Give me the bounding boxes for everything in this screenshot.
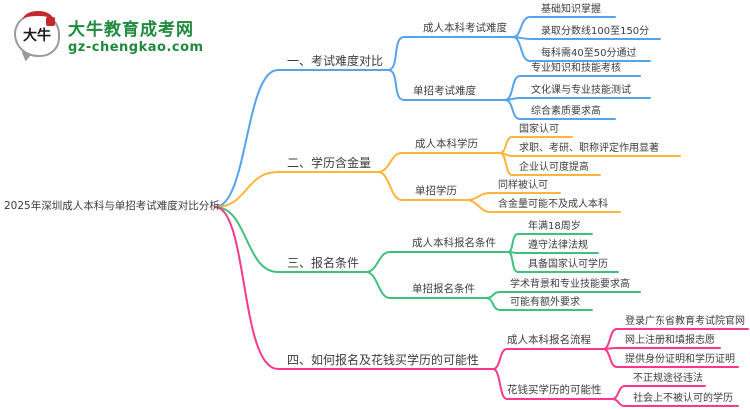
leaf-1-1-2[interactable]: 录取分数线100至150分 — [541, 26, 650, 37]
leaf-4-1-1[interactable]: 登录广东省教育考试院官网 — [625, 316, 745, 327]
branch-4-connectors — [214, 206, 749, 407]
leaf-4-2-1[interactable]: 不正规途径违法 — [633, 373, 703, 384]
leaf-4-1-3[interactable]: 提供身份证明和学历证明 — [625, 354, 735, 365]
leaf-4-2-2[interactable]: 社会上不被认可的学历 — [633, 393, 733, 404]
leaf-3-1-2[interactable]: 遵守法律法规 — [528, 240, 588, 251]
leaf-1-1-3[interactable]: 每科需40至50分通过 — [541, 48, 637, 59]
leaf-3-2-2[interactable]: 可能有额外要求 — [510, 297, 580, 308]
subtopic-4-1[interactable]: 成人本科报名流程 — [507, 334, 591, 346]
logo-icon: 大牛 — [14, 11, 60, 57]
leaf-1-2-3[interactable]: 综合素质要求高 — [531, 106, 601, 117]
subtopic-2-1[interactable]: 成人本科学历 — [415, 138, 478, 150]
root-topic[interactable]: 2025年深圳成人本科与单招考试难度对比分析 — [4, 200, 220, 212]
branch-1-connectors — [214, 16, 661, 208]
branch-3-label[interactable]: 三、报名条件 — [287, 256, 360, 270]
branch-4-label[interactable]: 四、如何报名及花钱买学历的可能性 — [287, 353, 480, 367]
subtopic-4-2[interactable]: 花钱买学历的可能性 — [507, 384, 602, 396]
logo-domain: gz-chengkao.com — [68, 40, 204, 55]
leaf-3-1-3[interactable]: 具备国家认可学历 — [528, 259, 608, 270]
subtopic-3-2[interactable]: 单招报名条件 — [412, 283, 475, 295]
subtopic-2-2[interactable]: 单招学历 — [415, 185, 457, 197]
leaf-1-2-2[interactable]: 文化课与专业技能测试 — [531, 85, 631, 96]
leaf-2-1-3[interactable]: 企业认可度提高 — [519, 162, 589, 173]
branch-3-connectors — [214, 206, 641, 311]
branch-2-label[interactable]: 二、学历含金量 — [287, 156, 372, 170]
leaf-2-2-2[interactable]: 含金量可能不及成人本科 — [498, 199, 608, 210]
leaf-3-2-1[interactable]: 学术背景和专业技能要求高 — [510, 279, 630, 290]
leaf-1-1-1[interactable]: 基础知识掌握 — [541, 4, 601, 15]
leaf-1-2-1[interactable]: 专业知识和技能考核 — [531, 63, 621, 74]
logo-seal-icon — [46, 17, 55, 26]
subtopic-1-1[interactable]: 成人本科考试难度 — [423, 22, 507, 34]
logo-text: 大牛教育成考网 gz-chengkao.com — [68, 15, 204, 55]
subtopic-1-2[interactable]: 单招考试难度 — [413, 85, 476, 97]
leaf-2-1-1[interactable]: 国家认可 — [519, 124, 559, 135]
logo-icon-text: 大牛 — [23, 28, 51, 44]
leaf-2-1-2[interactable]: 求职、考研、职称评定作用显著 — [519, 143, 659, 154]
leaf-2-2-1[interactable]: 同样被认可 — [498, 180, 548, 191]
subtopic-3-1[interactable]: 成人本科报名条件 — [412, 237, 496, 249]
leaf-4-1-2[interactable]: 网上注册和填报志愿 — [625, 335, 715, 346]
branch-2-connectors — [214, 136, 681, 213]
leaf-3-1-1[interactable]: 年满18周岁 — [528, 221, 581, 232]
branch-1-label[interactable]: 一、考试难度对比 — [287, 54, 384, 68]
site-logo: 大牛 大牛教育成考网 gz-chengkao.com — [14, 11, 204, 57]
logo-brand: 大牛教育成考网 — [68, 20, 194, 40]
